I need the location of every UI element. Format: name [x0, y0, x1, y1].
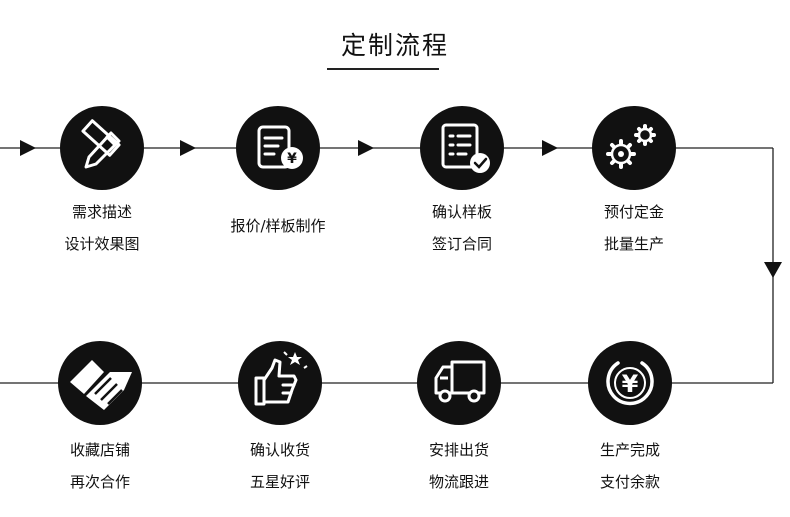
step-line2: 支付余款 [599, 473, 660, 491]
step-label-confirm-sample: 确认样板 签订合同 [382, 196, 542, 260]
step-line2: 签订合同 [431, 235, 492, 253]
step-label-production-done: 生产完成 支付余款 [550, 434, 710, 498]
svg-text:¥: ¥ [287, 151, 297, 167]
step-label-receipt: 确认收货 五星好评 [200, 434, 360, 498]
step-line2: 五星好评 [249, 473, 310, 491]
step-line1: 生产完成 [599, 441, 660, 459]
step-line2: 再次合作 [69, 473, 130, 491]
page-title: 定制流程 [340, 31, 449, 60]
thumbs-up-icon [238, 341, 322, 425]
checklist-confirm-icon [420, 106, 504, 190]
quote-document-yen-icon: ¥ [236, 106, 320, 190]
gears-icon [592, 106, 676, 190]
title-underline [327, 68, 439, 70]
step-line2: 批量生产 [603, 235, 664, 253]
step-line1: 安排出货 [428, 441, 489, 459]
step-label-demand: 需求描述 设计效果图 [22, 196, 182, 260]
step-line2: 设计效果图 [64, 235, 140, 253]
step-label-favorite: 收藏店铺 再次合作 [20, 434, 180, 498]
step-label-shipping: 安排出货 物流跟进 [379, 434, 539, 498]
arrow-right-icon [20, 140, 36, 156]
step-line1: 收藏店铺 [69, 441, 130, 459]
step-label-quote: 报价/样板制作 [198, 210, 358, 242]
step-line1: 预付定金 [603, 203, 664, 221]
step-line1: 需求描述 [71, 203, 132, 221]
handshake-icon [58, 341, 142, 425]
step-line2: 物流跟进 [428, 473, 489, 491]
step-line1: 确认样板 [431, 203, 492, 221]
step-line1: 确认收货 [249, 441, 310, 459]
arrow-right-icon [542, 140, 558, 156]
step-label-deposit: 预付定金 批量生产 [554, 196, 714, 260]
svg-text:¥: ¥ [622, 370, 639, 398]
arrow-right-icon [180, 140, 196, 156]
delivery-truck-icon [417, 341, 501, 425]
arrow-right-icon [358, 140, 374, 156]
pencil-ruler-icon [60, 106, 144, 190]
yen-coin-icon: ¥ [588, 341, 672, 425]
step-line1: 报价/样板制作 [230, 217, 326, 235]
arrow-down-icon [764, 262, 782, 278]
